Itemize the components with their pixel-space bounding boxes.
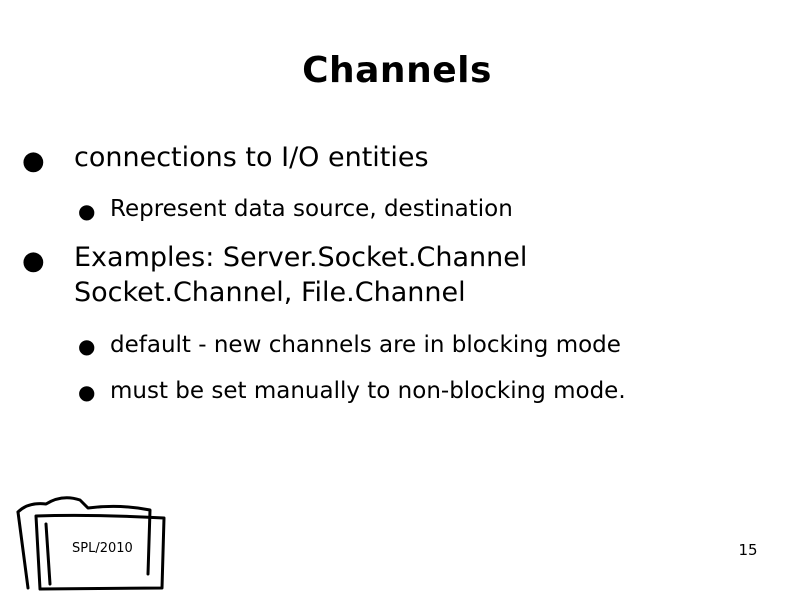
- sub-bullet-text: Represent data source, destination: [110, 196, 513, 222]
- bullet-marker: ●: [22, 146, 45, 176]
- bullet-text: connections to I/O entities: [74, 142, 429, 173]
- sub-bullet-text: must be set manually to non-blocking mod…: [110, 378, 626, 404]
- sub-bullet-marker: ●: [78, 380, 96, 404]
- folder-icon: [10, 488, 170, 596]
- bullet-text: Examples: Server.Socket.Channel Socket.C…: [74, 242, 528, 309]
- page-number: 15: [738, 541, 758, 559]
- sub-bullet-marker: ●: [78, 334, 96, 358]
- footer-text: SPL/2010: [72, 541, 133, 556]
- bullet-marker: ●: [22, 246, 45, 276]
- sub-bullet-marker: ●: [78, 199, 96, 223]
- sub-bullet-text: default - new channels are in blocking m…: [110, 332, 621, 358]
- slide-title: Channels: [302, 50, 492, 91]
